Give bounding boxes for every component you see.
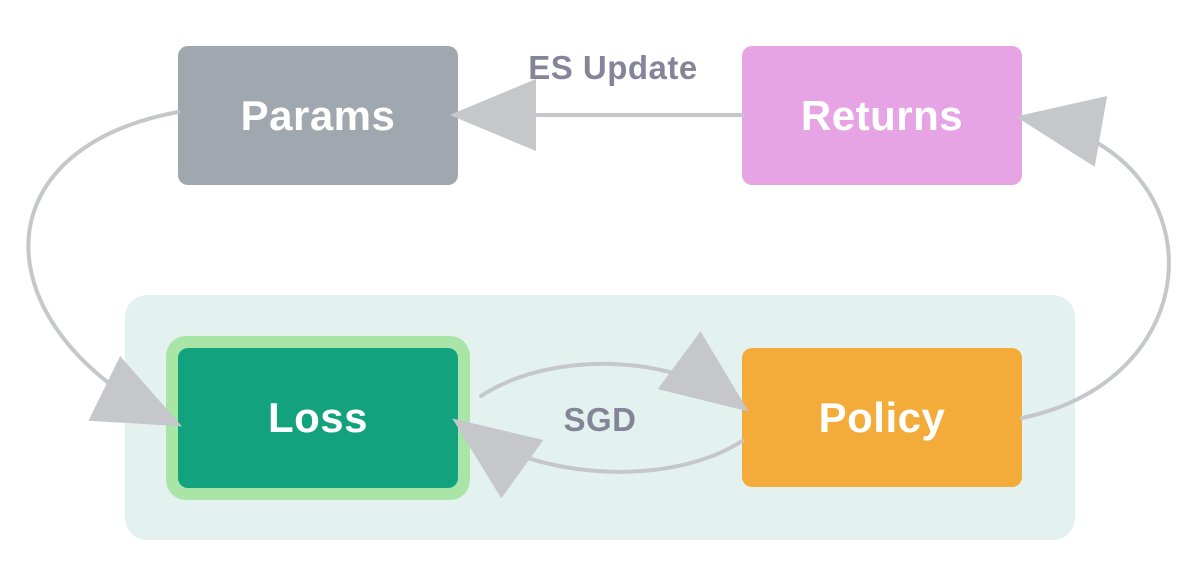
node-loss-label: Loss	[267, 394, 369, 441]
edge-label-sgd: SGD	[563, 401, 637, 438]
node-params-label: Params	[240, 91, 396, 139]
node-params: Params	[178, 46, 458, 185]
node-policy-label: Policy	[818, 393, 946, 441]
node-loss: Loss	[178, 348, 458, 488]
edge-label-es-update: ES Update	[528, 49, 698, 86]
node-returns-label: Returns	[800, 91, 964, 139]
node-returns: Returns	[742, 46, 1022, 185]
node-policy: Policy	[742, 348, 1022, 487]
node-loss-highlight: Loss	[166, 336, 470, 500]
